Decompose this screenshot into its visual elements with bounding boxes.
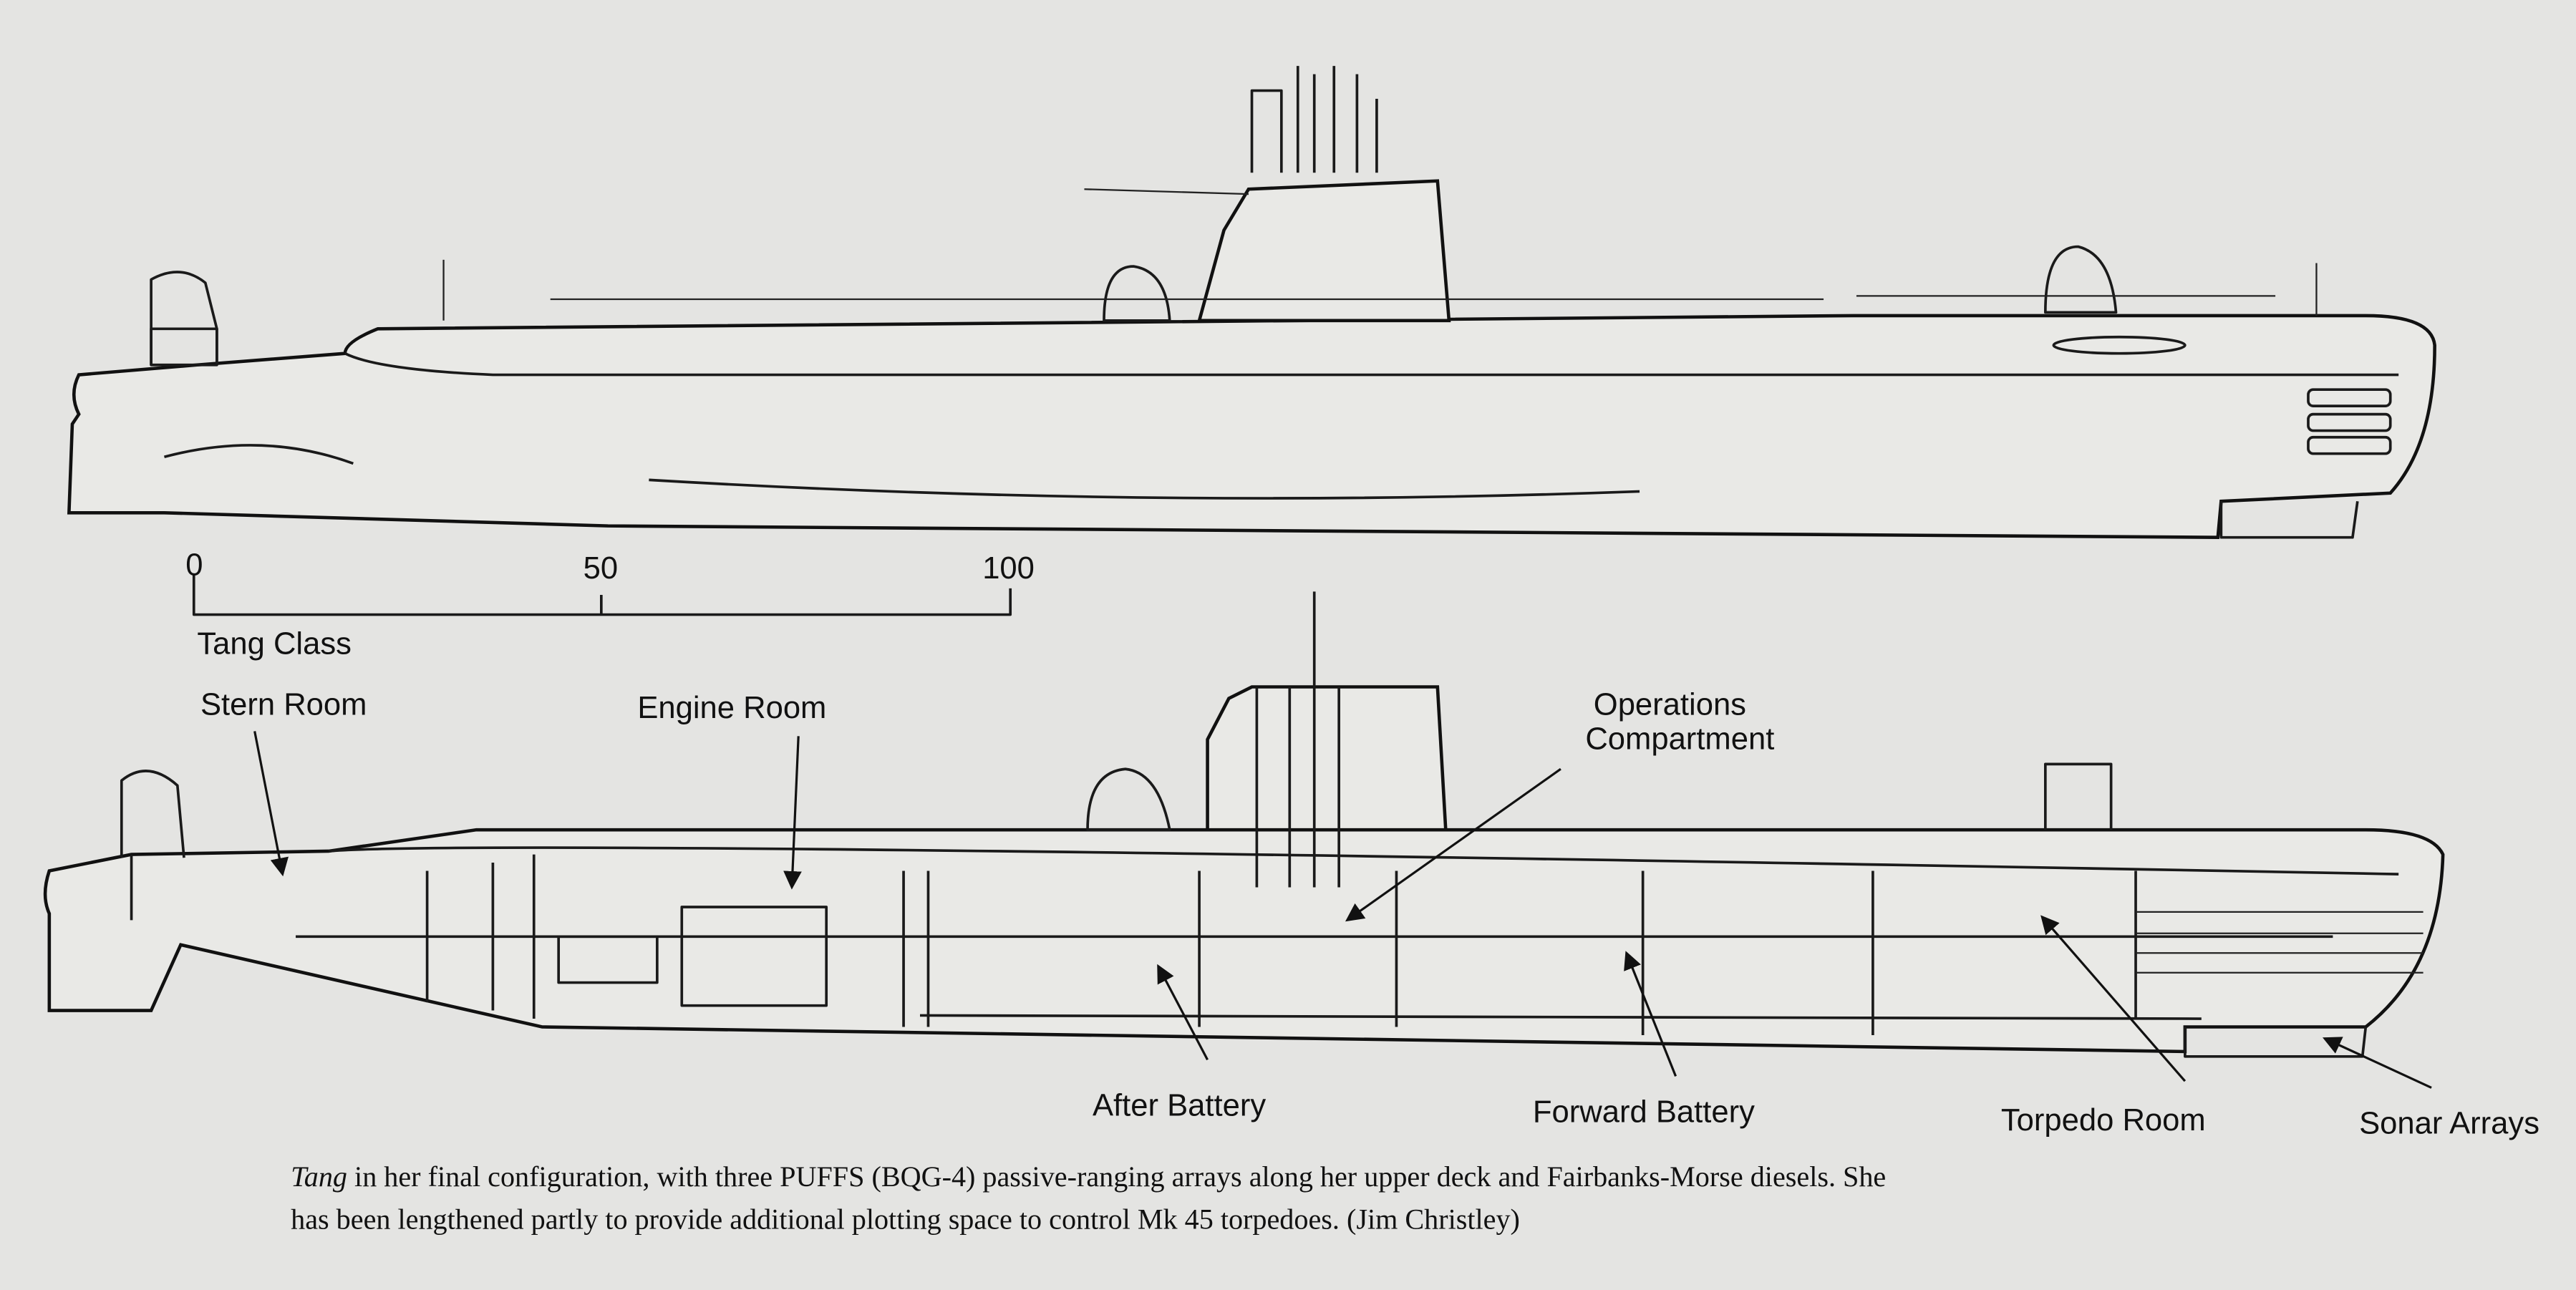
caption-ship-name: Tang	[291, 1160, 347, 1193]
label-sonar-arrays: Sonar Arrays	[2359, 1107, 2539, 1141]
tang-cutaway	[43, 591, 2445, 1058]
cutaway-sail	[1206, 685, 1448, 832]
label-stern-room: Stern Room	[200, 688, 367, 722]
top-hull	[67, 314, 2436, 540]
caption-line-1-rest: in her final configuration, with three P…	[347, 1160, 1886, 1193]
scale-tick-50: 50	[584, 551, 618, 586]
label-operations-1: Operations	[1594, 688, 1746, 722]
caption-line-2: has been lengthened partly to provide ad…	[291, 1203, 1520, 1236]
class-title: Tang Class	[197, 627, 352, 661]
label-forward-battery: Forward Battery	[1533, 1095, 1755, 1130]
label-torpedo-room: Torpedo Room	[2001, 1103, 2206, 1138]
scale-tick-100: 100	[982, 551, 1035, 586]
label-operations-2: Compartment	[1585, 722, 1774, 757]
top-sail	[1197, 179, 1451, 323]
caption-line-1: Tang in her final configuration, with th…	[291, 1160, 1886, 1193]
cutaway-hull	[43, 828, 2445, 1054]
scale-tick-0: 0	[185, 548, 203, 582]
label-engine-room: Engine Room	[637, 691, 826, 725]
cutaway-labels: Stern Room Engine Room Operations Compar…	[200, 688, 2539, 1141]
scale-bar: 0 50 100 Tang Class	[185, 548, 1035, 661]
figure-caption: Tang in her final configuration, with th…	[291, 1160, 1886, 1236]
label-after-battery: After Battery	[1093, 1088, 1266, 1122]
tang-class-profile	[67, 66, 2436, 540]
